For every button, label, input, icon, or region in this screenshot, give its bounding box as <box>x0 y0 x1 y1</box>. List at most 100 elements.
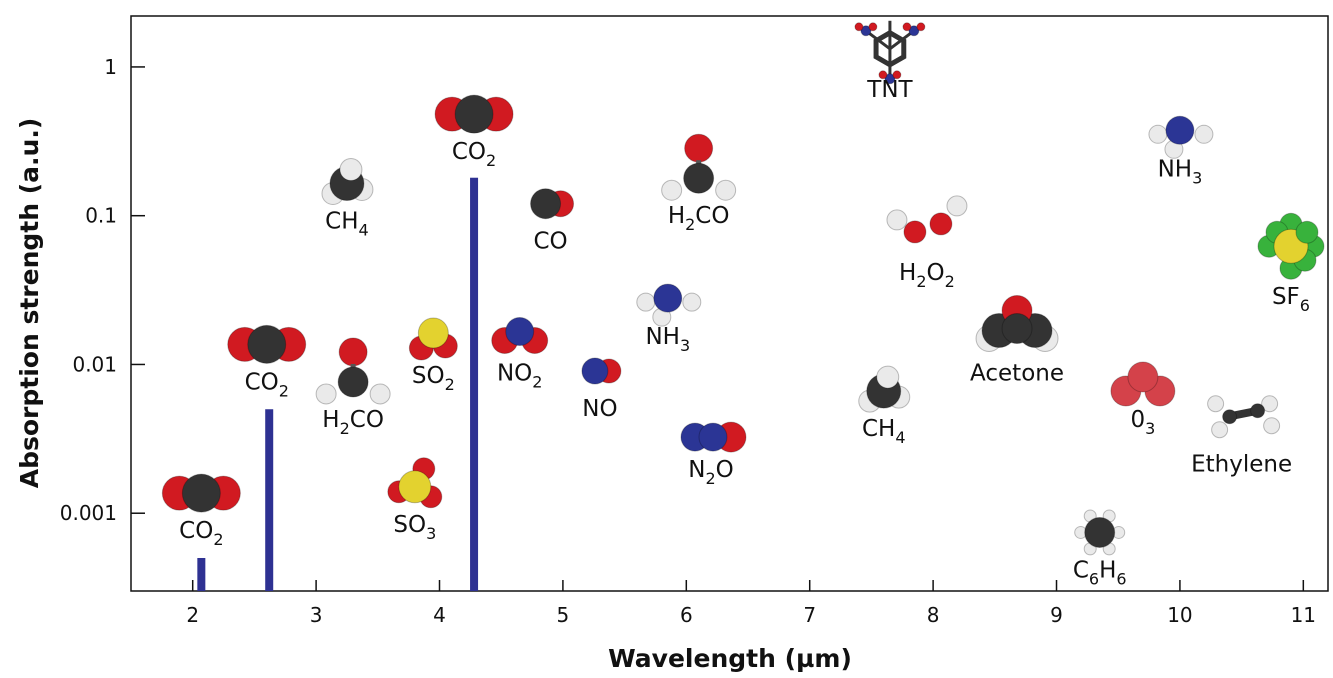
molecule-label-subscript: 3 <box>1192 168 1202 187</box>
bar <box>265 409 274 591</box>
y-tick-label: 0.001 <box>60 501 117 525</box>
molecule-label: Acetone <box>970 361 1064 387</box>
molecule-h2co-icon <box>315 337 391 405</box>
x-tick-label: 8 <box>927 603 940 627</box>
molecule-label-subscript: 6 <box>1300 296 1310 315</box>
y-tick-label: 1 <box>104 55 117 79</box>
molecule-sf6-icon <box>1257 212 1325 280</box>
x-tick-label: 10 <box>1167 603 1192 627</box>
molecule-label-subscript: 3 <box>426 524 436 543</box>
molecule-so3-icon <box>387 457 443 509</box>
molecule-label-subscript: 2 <box>945 272 955 291</box>
x-tick-label: 7 <box>803 603 816 627</box>
molecule-label-subscript: 2 <box>916 272 926 291</box>
molecule-label: NH3 <box>645 324 690 355</box>
molecule-label: H2CO <box>322 407 384 438</box>
x-tick-label: 5 <box>557 603 570 627</box>
molecule-label-base: NH <box>645 324 680 350</box>
molecule-nh3-icon <box>1148 115 1214 159</box>
molecule-label: Ethylene <box>1191 452 1292 478</box>
molecule-label-subscript: 6 <box>1116 569 1126 588</box>
molecule-so2-icon <box>408 317 458 361</box>
molecule-label-subscript: 2 <box>279 381 289 400</box>
molecule-label-base: H <box>668 203 685 229</box>
molecule-label-base: SO <box>393 512 426 538</box>
molecule-label-subscript: 2 <box>213 530 223 549</box>
molecule-co2-icon <box>161 473 241 513</box>
molecule-label-base: CH <box>325 209 358 235</box>
molecule-acetone-icon <box>975 295 1059 353</box>
molecule-label-base: CO <box>179 518 213 544</box>
molecule-co2-icon <box>434 94 514 134</box>
molecule-label-rest: H <box>1099 557 1116 583</box>
molecule-label-subscript: 3 <box>1145 419 1155 438</box>
molecule-ch4-icon <box>321 158 374 206</box>
molecule-label: CO2 <box>452 139 496 170</box>
molecule-label: CO2 <box>179 518 223 549</box>
molecule-co2-icon <box>227 324 307 364</box>
molecule-label-base: SO <box>412 363 445 389</box>
y-axis-title: Absorption strength (a.u.) <box>15 118 44 489</box>
molecule-label: H2O2 <box>899 260 955 291</box>
molecule-label: CO <box>533 229 567 255</box>
molecule-label-subscript: 6 <box>1089 569 1099 588</box>
molecule-label-base: H <box>899 260 916 286</box>
molecule-label-base: TNT <box>866 77 913 103</box>
molecule-label: CH4 <box>325 209 369 240</box>
x-tick-label: 9 <box>1050 603 1063 627</box>
molecule-label-base: CO <box>245 369 279 395</box>
molecule-label: NO2 <box>497 361 543 392</box>
x-tick-label: 4 <box>433 603 446 627</box>
plot-frame <box>130 15 1329 592</box>
molecule-label: TNT <box>866 77 913 103</box>
molecule-label: NH3 <box>1158 156 1203 187</box>
molecule-c6h6-icon <box>1074 509 1126 556</box>
x-tick-label: 2 <box>186 603 199 627</box>
molecule-ch4-icon <box>858 365 911 413</box>
molecule-label: NO <box>582 396 617 422</box>
molecule-h2co-icon <box>661 133 737 201</box>
bar <box>197 557 206 591</box>
molecule-label-subscript: 4 <box>895 428 905 447</box>
molecule-label-subscript: 2 <box>340 419 350 438</box>
molecule-labels: CO2CO2CO2CH4H2COSO2SO3CONO2NONH3H2CON2OT… <box>179 77 1310 589</box>
molecule-label-subscript: 3 <box>680 336 690 355</box>
molecule-co-icon <box>530 188 575 220</box>
molecule-label-base: Acetone <box>970 361 1064 387</box>
molecule-ethylene-icon <box>1207 395 1281 439</box>
molecule-label-base: CO <box>533 229 567 255</box>
molecule-label-rest: CO <box>350 407 384 433</box>
molecule-label-subscript: 2 <box>532 373 542 392</box>
molecule-label-rest: O <box>716 457 734 483</box>
x-tick-label: 11 <box>1291 603 1316 627</box>
molecule-no-icon <box>581 357 622 385</box>
molecule-label: CH4 <box>862 416 906 447</box>
molecule-label-base: Ethylene <box>1191 452 1292 478</box>
molecule-label-subscript: 2 <box>705 469 715 488</box>
molecule-label-base: N <box>688 457 705 483</box>
x-axis-title: Wavelength (µm) <box>608 644 852 673</box>
molecule-label-base: 0 <box>1130 407 1145 433</box>
molecule-label-base: CO <box>452 139 486 165</box>
molecule-label-rest: CO <box>695 203 729 229</box>
molecule-label-base: CH <box>862 416 895 442</box>
molecule-label: SO2 <box>412 363 455 394</box>
molecule-label-base: SF <box>1272 284 1300 310</box>
molecule-label: 03 <box>1130 407 1155 438</box>
molecule-label: N2O <box>688 457 734 488</box>
molecule-label-base: NH <box>1158 156 1193 182</box>
molecule-label: CO2 <box>245 369 289 400</box>
molecule-label-subscript: 4 <box>359 221 369 240</box>
molecule-label: SF6 <box>1272 284 1310 315</box>
molecule-o3-icon <box>1110 361 1176 407</box>
x-tick-label: 3 <box>310 603 323 627</box>
y-tick-label: 0.01 <box>72 352 117 376</box>
molecule-label-subscript: 2 <box>445 375 455 394</box>
molecule-label: C6H6 <box>1073 557 1127 588</box>
molecule-h2o2-icon <box>886 195 968 244</box>
molecule-label-base: NO <box>582 396 617 422</box>
molecule-label-subscript: 2 <box>685 215 695 234</box>
